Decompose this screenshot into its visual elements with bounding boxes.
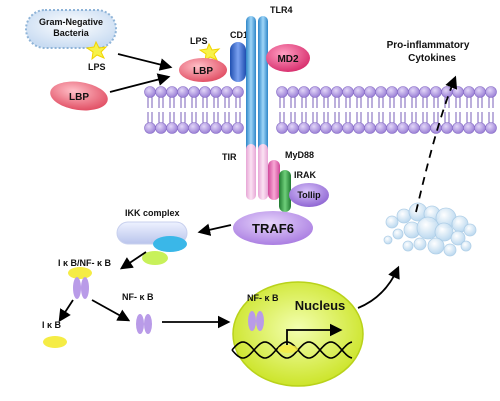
lps-bacteria-label: LPS xyxy=(88,62,106,72)
lbp-top-label: LBP xyxy=(193,66,213,77)
nucleus-shape xyxy=(232,281,364,387)
arrow-lbp-to-receptor xyxy=(109,73,171,93)
tollip-shape xyxy=(289,183,329,207)
cd14-label: CD14 xyxy=(230,30,253,40)
lbp-free-label: LBP xyxy=(69,92,89,103)
cytokine-vesicles xyxy=(383,202,477,257)
transcription-arrow xyxy=(286,323,343,345)
ikb-nfkb-label: I κ B/NF- κ B xyxy=(58,258,112,268)
nucleus-label: Nucleus xyxy=(295,298,346,313)
arrow-ikk-to-ikb-nfkb xyxy=(119,251,147,270)
irak-shape xyxy=(279,170,291,212)
arrow-cytokine-secretion xyxy=(415,75,458,213)
nfkb-nucleus-label: NF- κ B xyxy=(247,293,279,303)
lps-star-top-icon xyxy=(198,42,221,63)
tir-label: TIR xyxy=(222,152,237,162)
bacteria-label-line2: Bacteria xyxy=(53,28,90,38)
cytokines-label-line2: Cytokines xyxy=(408,53,456,64)
dna-strand-2 xyxy=(231,341,353,359)
arrow-traf6-to-ikk xyxy=(197,223,232,236)
ikb-label: I κ B xyxy=(42,320,62,330)
ikk-complex-label: IKK complex xyxy=(125,208,180,218)
md2-shape xyxy=(266,44,310,72)
md2-label: MD2 xyxy=(277,54,299,65)
tlr4-label: TLR4 xyxy=(270,5,293,15)
bacteria-label-line1: Gram-Negative xyxy=(39,17,103,27)
ikb-shape xyxy=(43,336,67,348)
traf6-label: TRAF6 xyxy=(252,221,294,236)
cd14-shape xyxy=(230,42,246,82)
dna-binding-site xyxy=(278,345,298,353)
arrow-lps-to-lbp xyxy=(117,53,173,71)
dna-strand-1 xyxy=(231,341,353,359)
arrow-to-ikb xyxy=(58,299,74,323)
nfkb-free-shape xyxy=(136,314,152,334)
ikb-nfkb-complex xyxy=(68,267,92,299)
nfkb-nucleus-shape xyxy=(248,311,264,331)
cell-membrane xyxy=(144,86,497,134)
arrow-to-nfkb xyxy=(91,299,131,322)
lps-star-icon xyxy=(85,40,108,61)
gram-negative-bacteria: Gram-Negative Bacteria xyxy=(25,9,117,49)
lbp-bound-shape xyxy=(179,58,227,82)
tir-domain xyxy=(246,144,268,200)
tlr4-receptor xyxy=(246,16,268,154)
myd88-shape xyxy=(268,160,280,200)
cytokines-label-line1: Pro-inflammatory xyxy=(387,40,470,51)
arrow-nucleus-to-cytokines xyxy=(357,265,400,309)
irak-label: IRAK xyxy=(294,170,316,180)
tollip-label: Tollip xyxy=(297,190,321,200)
nfkb-free-label: NF- κ B xyxy=(122,292,154,302)
myd88-label: MyD88 xyxy=(285,150,314,160)
traf6-shape xyxy=(233,211,313,245)
lps-top-label: LPS xyxy=(190,36,208,46)
lbp-free-shape xyxy=(50,81,108,111)
ikk-complex xyxy=(116,221,188,265)
